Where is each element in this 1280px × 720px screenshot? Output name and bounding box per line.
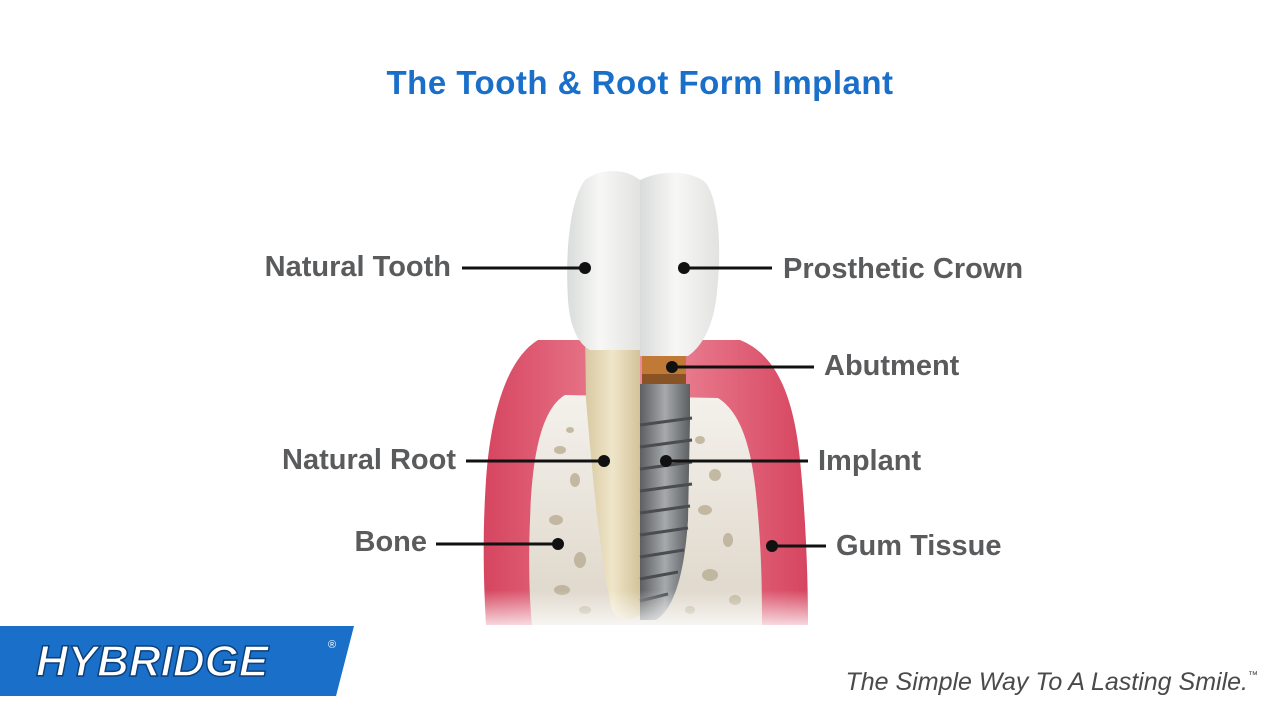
trademark-mark: ™ — [1248, 670, 1258, 681]
natural-root-shape — [585, 330, 640, 620]
label-gum-tissue: Gum Tissue — [836, 530, 1002, 562]
bottom-fade — [470, 590, 820, 635]
bone-texture — [549, 427, 741, 614]
label-bone: Bone — [354, 526, 428, 558]
label-implant: Implant — [818, 445, 922, 477]
abutment-shape — [642, 356, 686, 378]
leader-dots — [552, 262, 778, 552]
label-prosthetic-crown: Prosthetic Crown — [783, 253, 1024, 285]
logo-text: HYBRIDGE — [36, 637, 270, 686]
label-natural-root: Natural Root — [282, 444, 456, 476]
leader-lines — [436, 266, 826, 548]
label-natural-tooth: Natural Tooth — [264, 251, 451, 283]
logo-registered-mark: ® — [328, 639, 336, 651]
natural-tooth-shape — [567, 171, 640, 350]
tagline: The Simple Way To A Lasting Smile.™ — [846, 668, 1259, 697]
page-title: The Tooth & Root Form Implant — [386, 64, 894, 101]
tagline-text: The Simple Way To A Lasting Smile. — [845, 668, 1249, 696]
abutment-collar — [642, 374, 686, 384]
label-abutment: Abutment — [824, 350, 960, 382]
hybridge-logo: HYBRIDGE ® — [0, 626, 360, 696]
